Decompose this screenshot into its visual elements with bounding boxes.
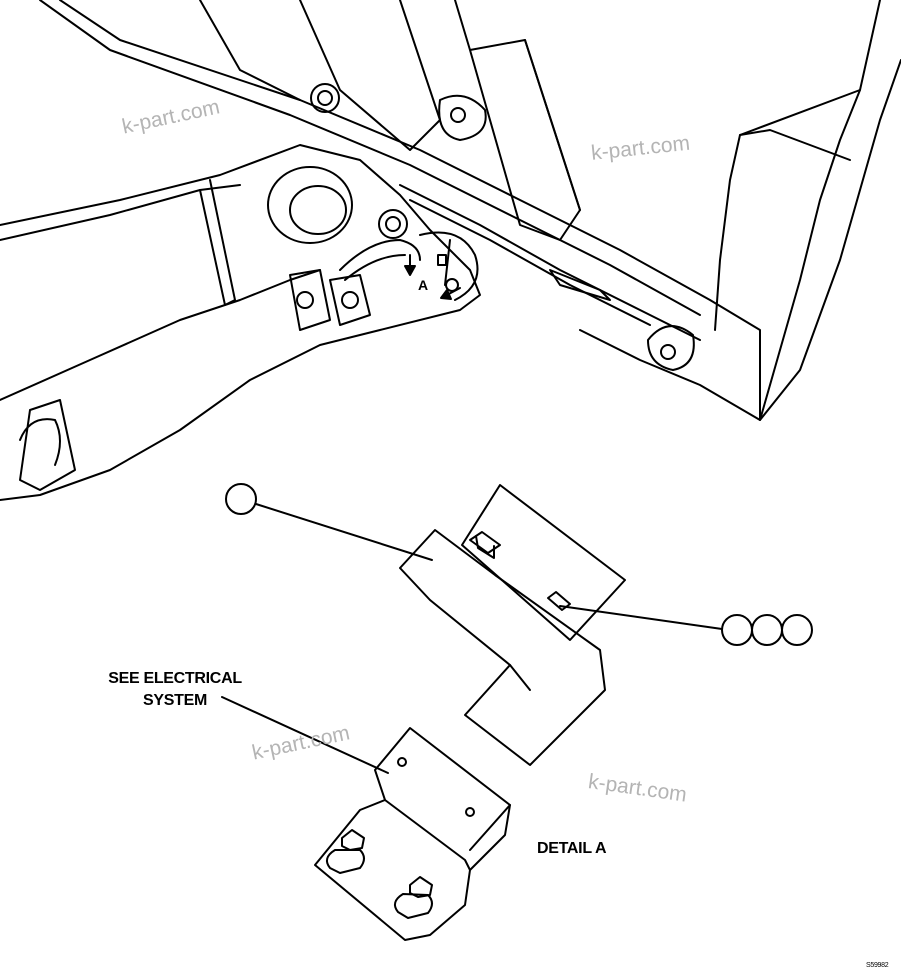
callouts bbox=[221, 483, 813, 774]
detail-a-bracket bbox=[314, 484, 626, 941]
detail-a-label: DETAIL A bbox=[537, 840, 607, 857]
see-electrical-label: SEE ELECTRICAL SYSTEM bbox=[96, 668, 254, 712]
callout-balloon-2 bbox=[721, 614, 753, 646]
loader-arm bbox=[0, 144, 481, 501]
callout-balloon-4 bbox=[781, 614, 813, 646]
callout-balloon-1 bbox=[225, 483, 257, 515]
machine-assembly bbox=[39, 0, 901, 421]
see-electrical-line2: SYSTEM bbox=[143, 692, 207, 709]
view-marker-label: A bbox=[418, 277, 428, 293]
see-electrical-line1: SEE ELECTRICAL bbox=[108, 670, 242, 687]
figure-number: S59982 bbox=[866, 962, 889, 969]
callout-balloon-3 bbox=[751, 614, 783, 646]
